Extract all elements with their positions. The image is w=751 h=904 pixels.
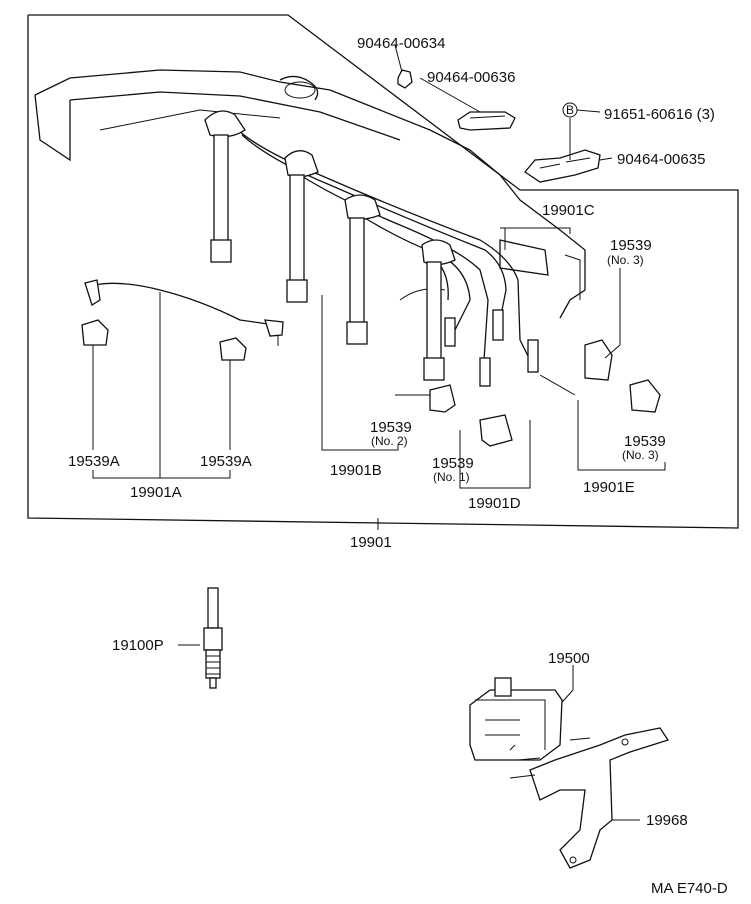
plug-boot-1	[204, 110, 246, 263]
boot-19539-no2	[429, 384, 456, 413]
label-19901c: 19901C	[542, 202, 595, 219]
coil-bracket-19968	[509, 727, 670, 869]
label-19100p: 19100P	[112, 637, 164, 654]
label-19539-no1-sub: (No. 1)	[433, 470, 470, 484]
boot-19539-no3-top	[584, 339, 613, 381]
ignition-wire-bundle	[237, 129, 536, 371]
figure-code: MA E740-D	[651, 880, 728, 897]
label-19539a-left: 19539A	[68, 453, 120, 470]
plug-boot-4	[421, 239, 456, 381]
wire-19901a	[84, 279, 284, 346]
label-91651-60616: 91651-60616 (3)	[604, 106, 715, 123]
clamp-90464-00634	[397, 69, 413, 89]
ignition-coil-19500	[469, 677, 563, 761]
label-19539-no3-top: 19539	[610, 237, 652, 254]
label-19901b: 19901B	[330, 462, 382, 479]
labels: 90464-00634 90464-00636 B 91651-60616 (3…	[68, 35, 728, 897]
label-19539-no2: 19539	[370, 419, 412, 436]
cylinder-head-cover	[34, 69, 586, 319]
label-19539a-right: 19539A	[200, 453, 252, 470]
label-19901: 19901	[350, 534, 392, 551]
clamp-90464-00635	[524, 149, 601, 183]
boot-19539a-right	[219, 337, 247, 361]
label-19539-no2-sub: (No. 2)	[371, 434, 408, 448]
label-90464-00635: 90464-00635	[617, 151, 705, 168]
wire-terminals	[444, 309, 539, 387]
boot-19539a-left	[81, 319, 109, 346]
label-19539-no3-bottom-sub: (No. 3)	[622, 448, 659, 462]
label-19901a: 19901A	[130, 484, 182, 501]
spark-plug-19100p	[203, 587, 223, 689]
label-19901e: 19901E	[583, 479, 635, 496]
label-19539-no1: 19539	[432, 455, 474, 472]
label-19539-no3-bottom: 19539	[624, 433, 666, 450]
plug-boot-2	[284, 150, 319, 303]
assembly-frame	[27, 14, 739, 529]
label-19500: 19500	[548, 650, 590, 667]
label-90464-00636: 90464-00636	[427, 69, 515, 86]
clamp-90464-00636	[457, 111, 516, 131]
label-19901d: 19901D	[468, 495, 521, 512]
boot-19539-no1	[479, 414, 513, 447]
boot-19539-no3-bottom	[629, 379, 661, 413]
label-90464-00634: 90464-00634	[357, 35, 445, 52]
label-19968: 19968	[646, 812, 688, 829]
label-bolt-b: B	[566, 103, 574, 117]
plug-boot-3	[344, 194, 381, 345]
label-19539-no3-top-sub: (No. 3)	[607, 253, 644, 267]
